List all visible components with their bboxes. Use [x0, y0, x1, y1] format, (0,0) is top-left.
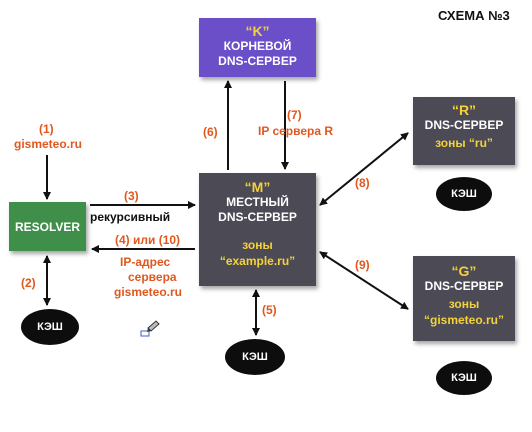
r-server-cache: КЭШ	[436, 177, 492, 211]
edge-8-number: (8)	[355, 176, 370, 190]
edge-4-text-2: сервера	[128, 270, 177, 284]
r-cache-label: КЭШ	[451, 188, 477, 200]
edge-1-number: (1)	[39, 122, 54, 136]
root-server-line1: КОРНЕВОЙ	[223, 39, 292, 53]
edge-5-number: (5)	[262, 303, 277, 317]
local-server-line1: МЕСТНЫЙ	[226, 195, 289, 209]
diagram-title: СХЕМА №3	[438, 8, 510, 23]
root-server-letter: “K”	[245, 23, 270, 39]
r-dns-server-node: “R” DNS-СЕРВЕР зоны “ru”	[413, 97, 515, 165]
g-cache-label: КЭШ	[451, 372, 477, 384]
edge-2-number: (2)	[21, 276, 36, 290]
g-server-line1: DNS-СЕРВЕР	[424, 279, 504, 293]
edge-3-text: рекурсивный	[90, 210, 171, 224]
local-server-letter: “M”	[244, 179, 271, 195]
local-dns-server-node: “M” МЕСТНЫЙ DNS-СЕРВЕР зоны “example.ru”	[199, 173, 316, 286]
local-server-line2: DNS-СЕРВЕР	[218, 210, 297, 224]
arrow-8	[319, 132, 409, 206]
g-server-zone-label: зоны	[448, 297, 480, 311]
local-cache-label: КЭШ	[242, 351, 268, 363]
g-server-letter: “G”	[451, 263, 477, 279]
arrow-9	[319, 251, 409, 310]
r-server-zone-label: зоны “ru”	[435, 136, 493, 150]
local-server-cache: КЭШ	[225, 339, 285, 375]
local-server-zone-label: зоны	[242, 238, 273, 252]
g-server-cache: КЭШ	[436, 361, 492, 395]
edge-4-text-3: gismeteo.ru	[114, 285, 183, 299]
resolver-node: RESOLVER	[9, 202, 86, 251]
r-server-letter: “R”	[451, 102, 477, 118]
edge-3-number: (3)	[124, 189, 139, 203]
pencil-icon	[140, 320, 160, 337]
edge-1-text: gismeteo.ru	[14, 137, 83, 151]
g-dns-server-node: “G” DNS-СЕРВЕР зоны “gismeteo.ru”	[413, 256, 515, 341]
edge-4-number: (4) или (10)	[115, 233, 181, 247]
root-dns-server-node: “K” КОРНЕВОЙ DNS-СЕРВЕР	[199, 18, 316, 77]
edge-4-text-1: IP-адрес	[120, 255, 171, 269]
resolver-cache: КЭШ	[21, 309, 79, 345]
local-server-zone: “example.ru”	[219, 254, 296, 268]
edge-7-number: (7)	[287, 108, 302, 122]
g-server-zone: “gismeteo.ru”	[423, 313, 504, 327]
resolver-label: RESOLVER	[14, 219, 81, 234]
edge-9-number: (9)	[355, 258, 370, 272]
r-server-line1: DNS-СЕРВЕР	[424, 118, 504, 132]
edge-6-number: (6)	[203, 125, 218, 139]
root-server-line2: DNS-СЕРВЕР	[218, 54, 297, 68]
edge-7-text: IP сервера R	[258, 124, 334, 138]
resolver-cache-label: КЭШ	[37, 321, 63, 333]
